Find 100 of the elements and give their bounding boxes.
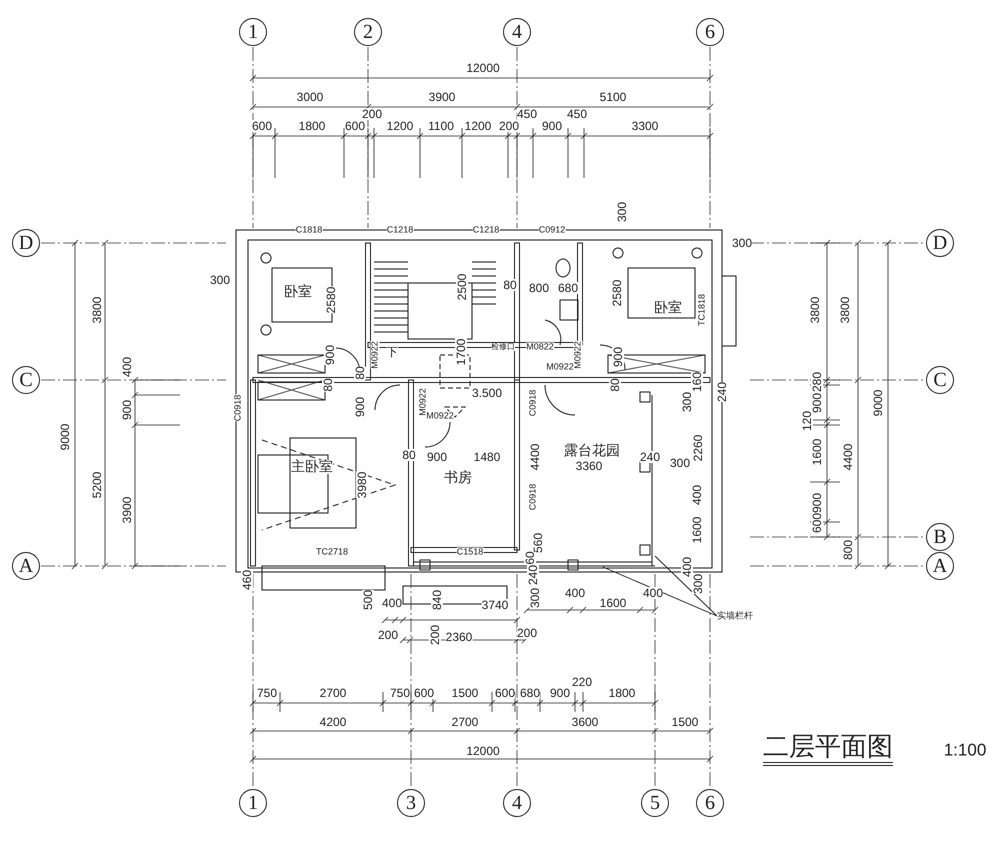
dimension-label: C1518 <box>456 548 484 556</box>
dimension-label: 1200 <box>386 120 414 132</box>
dimension-label: 5200 <box>91 472 103 498</box>
dimension-label: 2580 <box>325 286 337 314</box>
dimension-label: C1218 <box>472 226 500 234</box>
leader-line <box>602 566 718 616</box>
dimension-label: C0918 <box>528 484 538 510</box>
dimension-label: 3.500 <box>472 387 502 399</box>
dimension-label: 300 <box>210 274 230 286</box>
axis-bubble: 1 <box>239 789 267 817</box>
dimension-label: 300 <box>732 237 752 249</box>
dimension-label: 680 <box>520 687 540 699</box>
dimension-label: 1600 <box>691 516 703 544</box>
axis-bubble: B <box>926 523 954 551</box>
dimension-label: 840 <box>431 590 443 610</box>
dimension-label: 400 <box>564 587 586 599</box>
dimension-label: 300 <box>681 392 693 412</box>
dimension-label: 300 <box>616 202 628 222</box>
room-name: 主卧室 <box>291 460 333 474</box>
dimension-label: 450 <box>516 108 538 120</box>
axis-bubble: 2 <box>354 18 382 46</box>
dimension-label: 3000 <box>296 91 324 103</box>
dimension-label: 1500 <box>672 716 698 728</box>
dimension-label: 3800 <box>809 296 821 324</box>
dimension-label: 1600 <box>600 597 626 609</box>
dimension-label: 1500 <box>452 687 478 699</box>
dimension-label: 200 <box>362 108 382 120</box>
dimension-label: 560 <box>532 532 544 554</box>
dimension-label: TC1818 <box>698 294 706 326</box>
dimension-label: 900 <box>426 451 448 463</box>
axis-bubble: 1 <box>239 18 267 46</box>
axis-bubble: A <box>12 552 40 580</box>
dimension-label: 240 <box>716 382 728 402</box>
dimension-label: 200 <box>378 629 398 641</box>
dimension-label: 2700 <box>452 716 478 728</box>
dimension-label: C1818 <box>296 226 322 234</box>
dimension-label: 200 <box>516 627 538 639</box>
axis-bubble: D <box>926 229 954 257</box>
dimension-label: 1600 <box>811 438 823 466</box>
dimension-label: 750 <box>256 687 278 699</box>
dimension-label: 60 <box>524 551 536 565</box>
dimension-label: 600 <box>414 687 434 699</box>
dimension-label: 600 <box>811 512 823 534</box>
drawing-title: 二层平面图 <box>763 734 893 766</box>
axis-bubble: 4 <box>503 18 531 46</box>
dimension-label: 900 <box>121 400 133 420</box>
dimension-label: 450 <box>566 108 588 120</box>
dimension-label: 900 <box>811 392 823 414</box>
room-name: 卧室 <box>284 285 312 299</box>
dimension-label: M0822 <box>526 342 554 352</box>
dimension-label: 3300 <box>632 120 658 132</box>
axis-bubble: C <box>12 366 40 394</box>
dimension-label: TC2718 <box>316 548 348 556</box>
dimension-label: M0922 <box>546 362 574 372</box>
dimension-label: M0922 <box>574 341 582 369</box>
dimension-label: 800 <box>842 540 854 560</box>
axis-bubble: C <box>926 366 954 394</box>
dimension-label: 3900 <box>121 496 133 524</box>
dimension-label: C0912 <box>538 226 566 234</box>
dimension-label: 120 <box>801 410 813 432</box>
dimension-label: 400 <box>681 556 693 578</box>
dimension-label: 400 <box>121 356 133 378</box>
dimension-label: 400 <box>691 484 703 506</box>
dimension-label: 300 <box>692 574 704 594</box>
axis-bubble: 5 <box>641 789 669 817</box>
dimension-label: 1200 <box>464 120 492 132</box>
dimension-label: 2500 <box>456 274 468 300</box>
dimension-label: 900 <box>542 120 562 132</box>
dimension-label: 12000 <box>466 62 500 74</box>
dimension-label: 3980 <box>356 472 368 498</box>
axis-bubble: 6 <box>696 789 724 817</box>
dimension-label: 9000 <box>59 424 71 450</box>
dimension-label: 900 <box>612 346 624 368</box>
dimension-label: 900 <box>354 396 366 418</box>
dimension-label: 160 <box>691 372 703 392</box>
dimension-label: 80 <box>609 378 621 392</box>
dimension-label: 900 <box>550 687 570 699</box>
axis-bubble: 6 <box>696 18 724 46</box>
dimension-label: 4400 <box>529 444 541 470</box>
dimension-label: 400 <box>382 597 402 609</box>
dimension-label: 1800 <box>298 120 326 132</box>
dimension-label: 600 <box>252 120 272 132</box>
dimension-label: C0918 <box>528 390 538 416</box>
dimension-label: 460 <box>241 570 253 590</box>
axis-bubble: 4 <box>503 789 531 817</box>
dimension-label: 80 <box>402 449 416 461</box>
room-name: 卧室 <box>654 301 682 315</box>
dimension-label: 240 <box>527 564 539 586</box>
leader-line <box>654 556 718 616</box>
axis-bubble: D <box>12 229 40 257</box>
dimension-label: 检修口 <box>491 343 515 351</box>
axis-bubble: A <box>926 552 954 580</box>
axis-bubble: 3 <box>397 789 425 817</box>
dimension-label: 4400 <box>842 444 854 470</box>
dimension-label: 280 <box>811 372 823 392</box>
dimension-label: 5100 <box>600 91 626 103</box>
dimension-label: 2580 <box>611 280 623 306</box>
dimension-label: M0922 <box>370 341 380 369</box>
dimension-label: 400 <box>642 587 664 599</box>
dimension-label: 1700 <box>455 338 467 366</box>
